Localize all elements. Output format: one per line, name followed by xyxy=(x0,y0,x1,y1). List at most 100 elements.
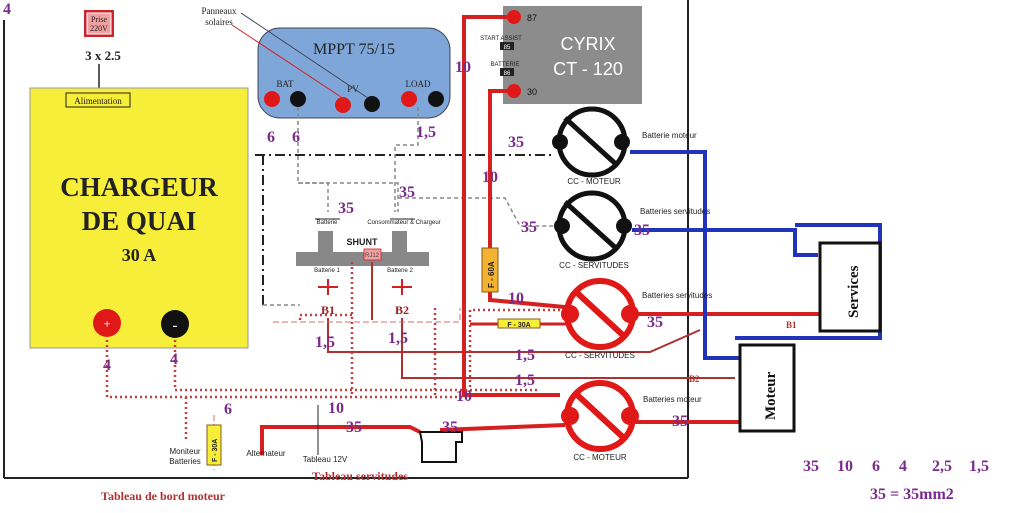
cyrix-87-terminal xyxy=(507,10,521,24)
tableau12-label: Tableau 12V xyxy=(303,455,348,464)
charger-line3: 30 A xyxy=(122,245,157,265)
alimentation-label: Alimentation xyxy=(74,96,122,106)
legend-v0: 35 xyxy=(803,458,819,475)
gauge-4a: 4 xyxy=(103,357,111,374)
gauge-6a: 6 xyxy=(267,129,275,146)
fuse-30a xyxy=(497,318,541,329)
mppt-pv-minus xyxy=(364,96,380,112)
battery-services-label: Services xyxy=(846,265,862,318)
legend-note: 35 = 35mm2 xyxy=(870,486,954,503)
cyrix-line1: CYRIX xyxy=(560,34,615,54)
mppt-bat-minus xyxy=(290,91,306,107)
switch-bat-moteur-top: Batterie moteur xyxy=(642,131,697,140)
prise-cable: 3 x 2.5 xyxy=(85,48,121,63)
gauge-4b: 4 xyxy=(170,351,178,368)
switch-cc-moteur-red xyxy=(561,380,639,452)
legend-v3: 4 xyxy=(899,458,907,475)
gauge-15d: 1,5 xyxy=(515,347,535,364)
dotted-wiring xyxy=(105,262,560,440)
battery-moteur-label: Moteur xyxy=(763,371,779,420)
charger-plus: + xyxy=(103,316,110,331)
gauge-15e: 1,5 xyxy=(515,372,535,389)
shunt-bat2: Batterie 2 xyxy=(387,268,413,274)
prise-line1: Prise xyxy=(91,15,107,24)
fuse-60a xyxy=(481,247,499,293)
gauge-6c: 6 xyxy=(224,401,232,418)
cyrix-sa-val: 85 xyxy=(504,45,511,51)
moniteur-line2: Batteries xyxy=(169,457,201,466)
shunt-b2: B2 xyxy=(395,303,409,317)
mppt-pv-plus xyxy=(335,97,351,113)
switch-label-cc-serv-top: CC - SERVITUDES xyxy=(559,261,629,270)
shunt-title: SHUNT xyxy=(347,237,379,247)
gauge-35h: 35 xyxy=(346,419,362,436)
legend-v4: 2,5 xyxy=(932,458,952,475)
cyrix-87: 87 xyxy=(527,13,537,23)
gauge-35i: 35 xyxy=(442,419,458,436)
gauge-10a: 10 xyxy=(455,59,471,76)
mppt-load: LOAD xyxy=(406,79,431,89)
cyrix-bat-val: 86 xyxy=(504,71,511,77)
switch-bat-serv-top: Batteries servitudes xyxy=(640,207,710,216)
gauge-15a: 1,5 xyxy=(416,124,436,141)
starter-icon xyxy=(418,431,463,463)
tableau-moteur: Tableau de bord moteur xyxy=(101,489,226,503)
mppt-bat: BAT xyxy=(276,79,294,89)
moniteur-line1: Moniteur xyxy=(169,447,200,456)
gauge-15c: 1,5 xyxy=(388,330,408,347)
battery-moteur xyxy=(738,343,796,433)
mppt-bat-plus xyxy=(264,91,280,107)
charger-minus: - xyxy=(172,317,177,334)
tableau-servitudes: Tableau servitudes xyxy=(312,469,408,483)
gauge-10c: 10 xyxy=(508,290,524,307)
gauge-35g: 35 xyxy=(672,413,688,430)
switch-bat-serv-red: Batteries servitudes xyxy=(642,291,712,300)
fuse-30a-bottom-label: F - 30A xyxy=(212,439,219,462)
switch-cc-moteur-top xyxy=(552,106,630,178)
gauge-15b: 1,5 xyxy=(315,334,335,351)
switch-label-cc-moteur-top: CC - MOTEUR xyxy=(567,177,621,186)
corner-mark: 4 xyxy=(3,1,11,18)
gauge-35d: 35 xyxy=(521,219,537,236)
mppt-pv: PV xyxy=(347,84,359,94)
gauge-35b: 35 xyxy=(399,184,415,201)
cyrix-30-terminal xyxy=(507,84,521,98)
legend-v1: 10 xyxy=(837,458,853,475)
shunt-batterie: Batterie xyxy=(317,220,338,226)
gauge-35a: 35 xyxy=(508,134,524,151)
gauge-10d: 10 xyxy=(456,388,472,405)
main-red-wiring xyxy=(260,15,820,455)
mppt-title: MPPT 75/15 xyxy=(313,41,395,58)
charger-box xyxy=(29,87,249,349)
cyrix-batterie: BATTERIE xyxy=(491,62,520,68)
shunt-body xyxy=(296,252,429,266)
prise-line2: 220V xyxy=(90,24,108,33)
charger-line1: CHARGEUR xyxy=(60,172,218,202)
charger-minus-terminal xyxy=(161,310,189,338)
mark-b2: B2 xyxy=(689,374,700,384)
gauge-35c: 35 xyxy=(338,200,354,217)
charger-plus-terminal xyxy=(93,309,121,337)
gauge-35f: 35 xyxy=(647,314,663,331)
gauge-10e: 10 xyxy=(328,400,344,417)
switch-bat-moteur-red: Batteries moteur xyxy=(643,395,702,404)
alternateur-label: Alternateur xyxy=(246,449,285,458)
switch-cc-serv-top xyxy=(554,190,632,262)
grey-wiring xyxy=(263,107,560,306)
fuse-30a-label: F - 30A xyxy=(507,322,530,329)
cyrix-30: 30 xyxy=(527,87,537,97)
gauge-35e: 35 xyxy=(634,222,650,239)
legend: 35 10 6 4 2,5 1,5 35 = 35mm2 xyxy=(803,458,989,503)
gauge-6b: 6 xyxy=(292,129,300,146)
legend-v5: 1,5 xyxy=(969,458,989,475)
mark-b1: B1 xyxy=(786,320,797,330)
cyrix-line2: CT - 120 xyxy=(553,59,623,79)
alimentation-label-box xyxy=(65,92,131,108)
fuse-30a-bottom xyxy=(206,424,222,466)
battery-services xyxy=(818,241,882,333)
switch-cc-serv-red xyxy=(561,278,639,350)
shunt-bat1: Batterie 1 xyxy=(314,268,340,274)
fuse-60a-label: F - 60A xyxy=(487,261,496,288)
small-red-wiring xyxy=(327,262,735,379)
